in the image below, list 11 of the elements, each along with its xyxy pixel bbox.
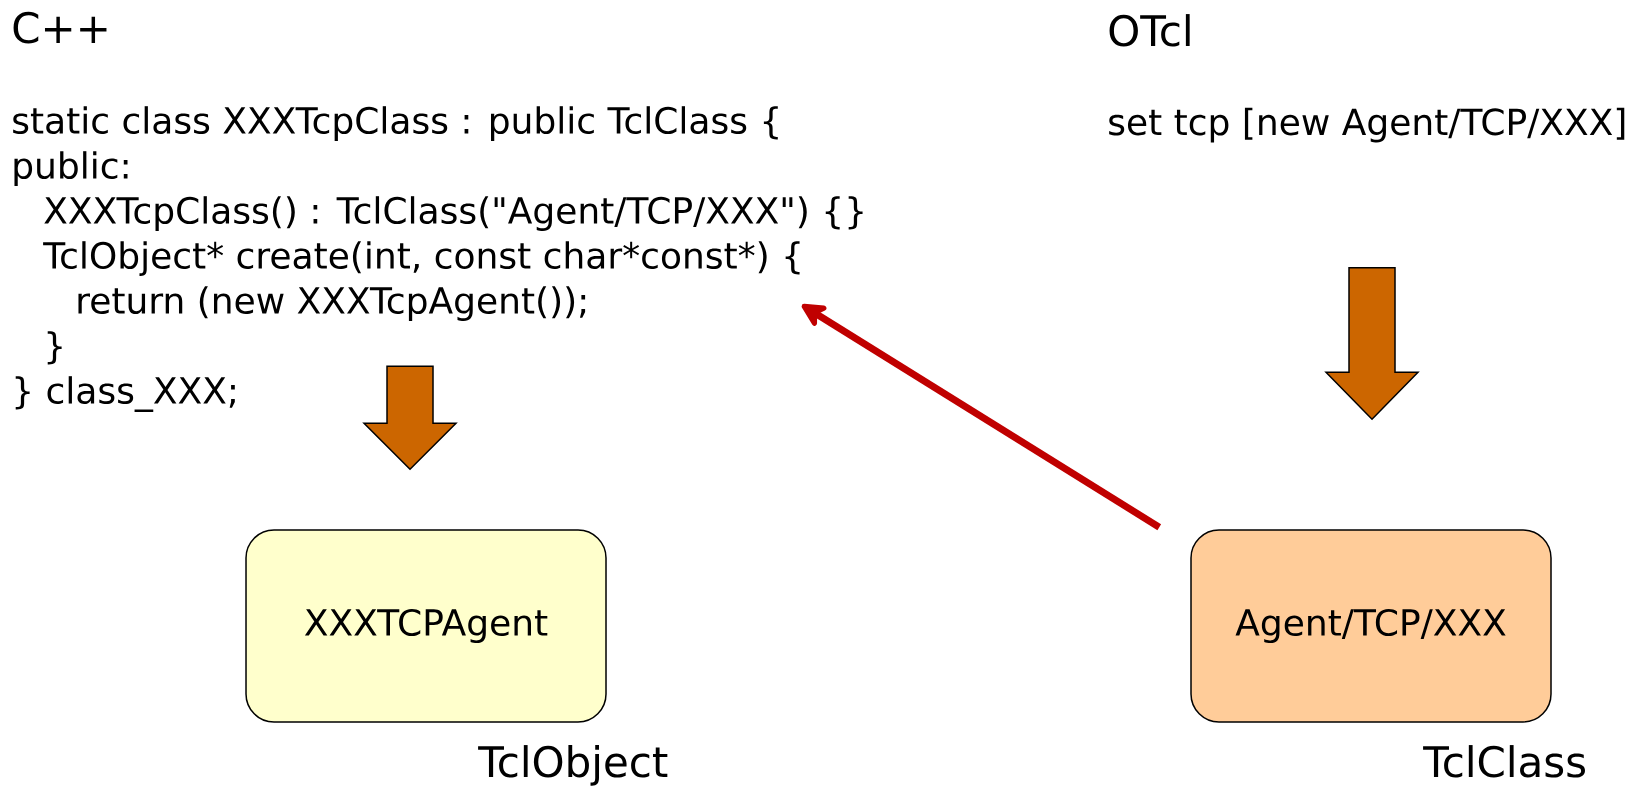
class-name: TclObject xyxy=(478,745,668,786)
class-box: Agent/TCP/XXX xyxy=(1190,529,1552,723)
class-box: XXXTCPAgent xyxy=(245,529,607,723)
arrow xyxy=(801,303,1162,531)
block-arrow xyxy=(1324,266,1420,421)
heading: OTcl xyxy=(1109,14,1190,47)
block-arrow xyxy=(362,365,458,471)
code-text: set tcp [new Agent/TCP/XXX] xyxy=(1109,107,1625,143)
code-text: static class XXXTcpClass : public TclClass { public: XXXTcpClass() : TclClass("Agent/TCP/XXX") {} TclObject* create(int, const char*const*) { return (new XXXTcpAgent()); } } class_XXX; xyxy=(13,106,863,412)
class-name: TclClass xyxy=(1423,745,1585,778)
heading: C++ xyxy=(13,11,107,44)
